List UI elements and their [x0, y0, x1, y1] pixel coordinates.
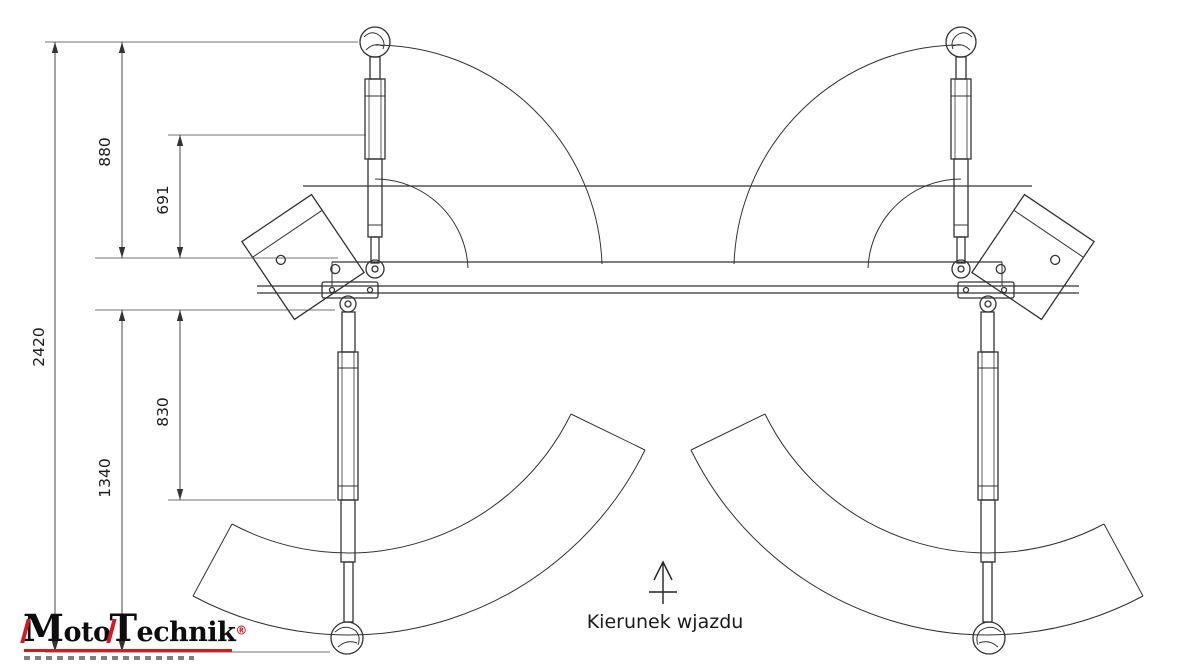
dimension-arrow — [118, 42, 126, 53]
swing-arm-top-right — [733, 26, 977, 279]
logo-part-echnik: echnik — [136, 617, 236, 648]
arrow-head — [653, 560, 673, 581]
dimension-label: 2420 — [30, 327, 48, 366]
dimension-bottom-arm-min: 830 — [154, 310, 184, 500]
dimension-arrow — [176, 135, 184, 146]
logo-letter-t: T — [109, 606, 137, 650]
direction-label: Kierunek wjazdu — [587, 611, 744, 633]
dimension-arrow — [176, 489, 184, 500]
lift-column-right — [957, 193, 1095, 321]
dimension-top-arm-max: 880 — [96, 42, 126, 258]
dimension-label: 691 — [154, 185, 172, 215]
brand-logo: MotoTechnik® — [23, 610, 254, 660]
registered-trademark-icon: ® — [235, 623, 247, 638]
dimension-arrow — [51, 42, 59, 53]
lift-column-left — [241, 193, 379, 321]
swing-arm-bottom-left — [192, 295, 646, 655]
logo-letter-m: M — [23, 606, 64, 650]
dimension-overall: 2420 — [30, 42, 59, 652]
dimension-label: 830 — [154, 397, 172, 427]
logo-cutoff-text — [24, 656, 194, 660]
swing-arm-bottom-right — [690, 295, 1144, 655]
dimension-arrow — [118, 310, 126, 321]
logo-part-oto: oto — [63, 617, 111, 648]
direction-indicator: Kierunek wjazdu — [587, 560, 744, 633]
swing-arm-top-left — [359, 26, 603, 279]
dimension-bottom-arm-max: 1340 — [96, 310, 126, 652]
extension-lines — [45, 41, 366, 653]
dimension-label: 880 — [96, 137, 114, 167]
base-frame — [257, 185, 1079, 294]
up-arrow-icon — [649, 560, 677, 604]
dimensions: 2420 880 691 830 1340 — [30, 42, 184, 652]
dimension-arrow — [176, 310, 184, 321]
brand-logo-text: MotoTechnik® — [23, 610, 254, 648]
dimension-arrow — [176, 247, 184, 258]
dimension-top-arm-min: 691 — [154, 135, 184, 258]
dimension-arrow — [118, 247, 126, 258]
dimension-label: 1340 — [96, 458, 114, 497]
logo-underline — [24, 649, 232, 652]
